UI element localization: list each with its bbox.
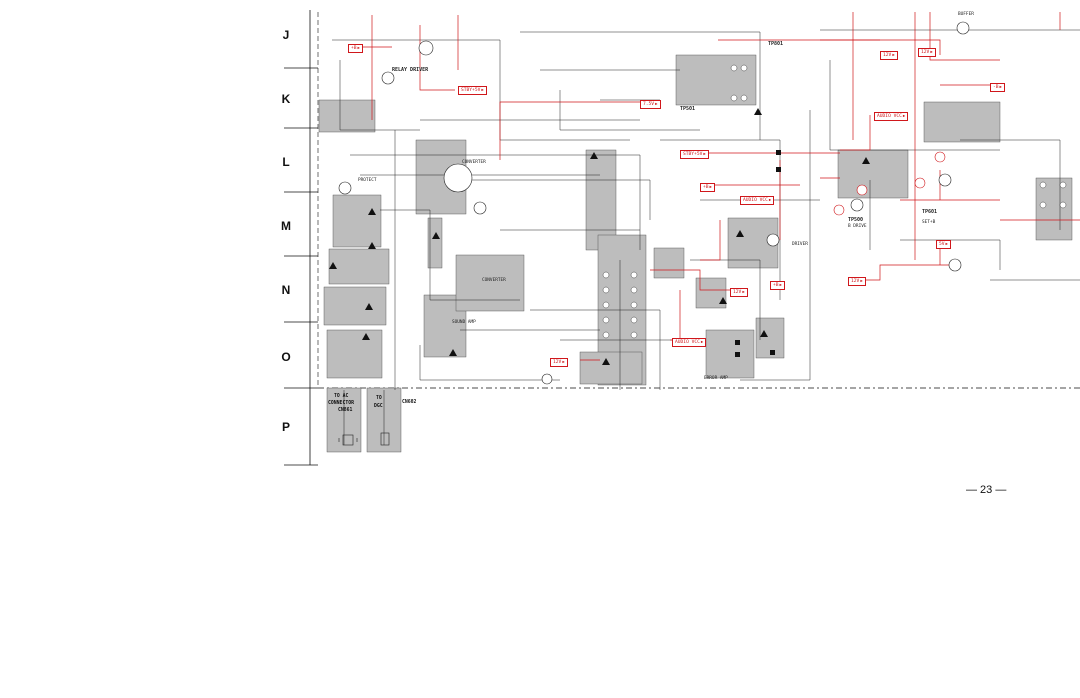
label-buffer: BUFFER <box>958 12 974 17</box>
connector-to-ac: TO AC <box>334 394 349 399</box>
signal-tag-12v-right: 12V <box>848 277 866 286</box>
label-tp500: TP500 <box>848 217 864 223</box>
label-set-plus-b: SET+B <box>922 220 936 225</box>
signal-tag-audio-vcc-3: AUDIO VCC <box>740 196 775 205</box>
label-b-drive: B DRIVE <box>848 224 867 229</box>
page-number: — 23 — <box>966 484 1007 496</box>
row-letter-o: O <box>281 350 291 364</box>
connector-dgc: DGC <box>374 404 383 409</box>
row-letter-p: P <box>281 420 290 434</box>
label-converter: CONVERTER <box>462 160 486 165</box>
signal-tag-12v-3: 12V <box>550 358 568 367</box>
label-sound-amp: SOUND AMP <box>452 320 476 325</box>
signal-tag-12v-2: 12V <box>730 288 748 297</box>
row-letter-n: N <box>281 283 291 297</box>
label-tp501: TP501 <box>680 106 696 112</box>
label-tp601: TP601 <box>922 209 938 215</box>
signal-tag-5v-right: 5V <box>936 240 951 249</box>
signal-tag-b-plus-right: +B <box>770 281 785 290</box>
signal-tag-12v: 12V <box>880 51 898 60</box>
signal-tag-audio-vcc: AUDIO VCC <box>874 112 909 121</box>
label-relay-driver: RELAY DRIVER <box>392 67 429 73</box>
row-letter-m: M <box>281 219 291 233</box>
signal-tag-b-plus: +B <box>348 44 363 53</box>
signal-tag-stby-5v: STBY+5V <box>458 86 487 95</box>
label-driver: DRIVER <box>792 242 808 247</box>
signal-tag-b-far: -B <box>990 83 1005 92</box>
label-tp801: TP801 <box>768 41 784 47</box>
signal-tag-audio-vcc-2: AUDIO VCC <box>672 338 707 347</box>
signal-tag-b-plus-mid: +B <box>700 183 715 192</box>
row-letter-l: L <box>282 155 290 169</box>
label-error-amp: ERROR AMP <box>704 376 728 381</box>
signal-tag-12v-right-2: 12V <box>918 48 936 57</box>
label-converter-ic: CONVERTER <box>482 278 506 283</box>
connector-to: TO <box>376 396 382 401</box>
row-letter-j: J <box>282 28 290 42</box>
row-letter-k: K <box>281 92 291 106</box>
connector-cn602: CN602 <box>402 400 417 405</box>
connector-cn861: CN861 <box>338 408 353 413</box>
connector-label: CONNECTOR <box>328 401 354 406</box>
signal-tag-7-5v: 7.5V <box>640 100 661 109</box>
signal-tag-stby-5v-2: STBY+5V <box>680 150 709 159</box>
label-protect: PROTECT <box>358 178 377 183</box>
